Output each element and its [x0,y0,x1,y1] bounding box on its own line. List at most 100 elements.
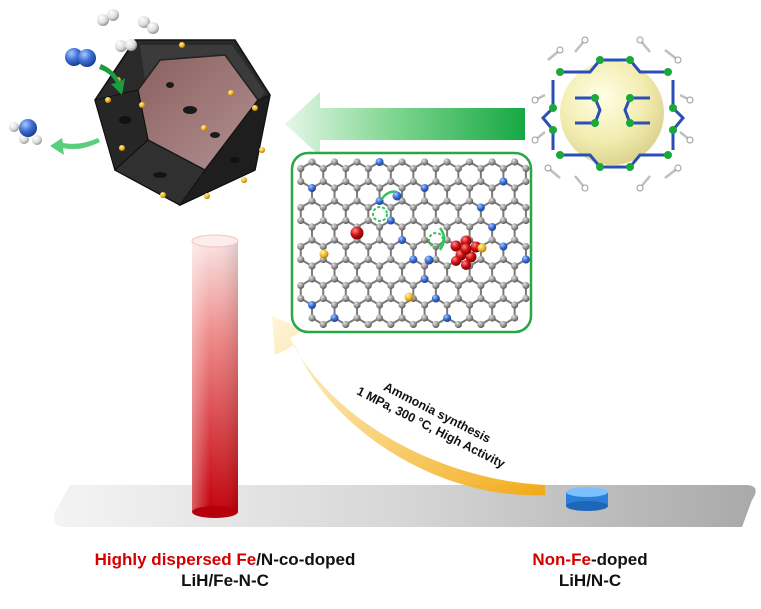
c-atom [308,275,316,283]
zif-framework [531,36,694,192]
carbon-lattice [297,158,530,329]
c-atom [488,158,496,166]
n-atom [431,294,440,303]
c-atom [466,314,474,322]
c-atom [375,275,384,283]
c-atom [409,164,417,173]
n-atom [308,301,316,309]
c-atom [409,203,417,212]
c-atom [330,262,339,270]
c-atom [420,262,429,270]
c-atom [353,301,361,309]
c-atom [297,177,305,186]
c-atom [308,262,316,270]
nh3-release-arrow [50,138,100,155]
n2-molecule [65,48,96,67]
c-atom [511,197,519,205]
c-atom [319,177,327,186]
c-atom [409,320,417,329]
c-atom [319,203,327,212]
c-atom [477,320,485,329]
c-atom [522,294,530,303]
c-atom [398,314,406,322]
c-atom [297,281,305,290]
c-atom [342,294,350,303]
c-atom [443,184,451,192]
fe-cluster [450,235,482,270]
c-atom [398,275,406,283]
n-atom [499,177,508,186]
c-atom [511,158,519,166]
c-atom [443,236,451,244]
n-atom [375,158,384,166]
c-atom [364,281,372,290]
platform [53,485,756,527]
c-atom [443,275,451,283]
c-atom [432,164,440,173]
c-atom [353,158,361,166]
caption-n-c-line1: Non-Fe-doped [470,549,710,570]
c-atom [488,236,496,244]
li-atoms [319,243,487,302]
c-atom [353,197,361,205]
structure-inset-panel [290,151,533,334]
n-atom [499,242,508,251]
c-atom [387,255,395,264]
c-atom [330,275,339,283]
c-atom [499,281,507,290]
c-atom [488,184,496,192]
c-atom [477,281,485,290]
nh3-molecule [9,119,42,145]
c-atom [319,294,327,303]
c-atom [454,164,462,173]
c-atom [522,177,530,186]
c-atom [432,255,440,264]
n-atom [386,216,395,225]
c-atom [364,320,372,329]
c-atom [342,320,350,329]
c-atom [364,203,372,212]
c-atom [398,301,406,309]
c-atom [342,177,350,186]
n-atom [488,223,497,231]
n-atom [420,275,429,283]
c-atom [499,164,507,173]
synthesis-arrow [272,316,545,496]
c-atom [466,301,474,309]
c-atom [297,255,305,264]
c-atom [297,216,305,225]
c-atom [375,236,384,244]
n-atom [476,203,485,212]
c-atom [477,216,485,225]
c-atom [499,255,507,264]
c-atom [319,216,327,225]
c-atom [409,242,417,251]
c-atom [420,314,429,322]
c-atom [454,320,462,329]
c-atom [432,320,440,329]
caption-fe-n-c-line1: Highly dispersed Fe/N-co-doped [40,549,410,570]
c-atom [511,262,519,270]
caption-fe-n-c-rest: /N-co-doped [256,550,356,569]
caption-n-c: Non-Fe-doped LiH/N-C [470,549,710,591]
caption-n-c-rest: -doped [590,550,648,569]
c-atom [511,301,519,309]
c-atom [387,320,395,329]
c-atom [432,177,440,186]
c-atom [330,301,339,309]
c-atom [375,301,384,309]
c-atom [387,203,395,212]
c-atom [454,281,462,290]
c-atom [409,177,417,186]
caption-n-c-line2: LiH/N-C [558,571,622,590]
c-atom [488,314,496,322]
c-atom [364,294,372,303]
c-atom [342,203,350,212]
n-atom [330,314,339,322]
c-atom [330,236,339,244]
arrow-label: Ammonia synthesis 1 MPa, 300 °C, High Ac… [354,380,507,471]
c-atom [432,281,440,290]
c-atom [409,281,417,290]
c-atom [511,275,519,283]
c-atom [511,223,519,231]
